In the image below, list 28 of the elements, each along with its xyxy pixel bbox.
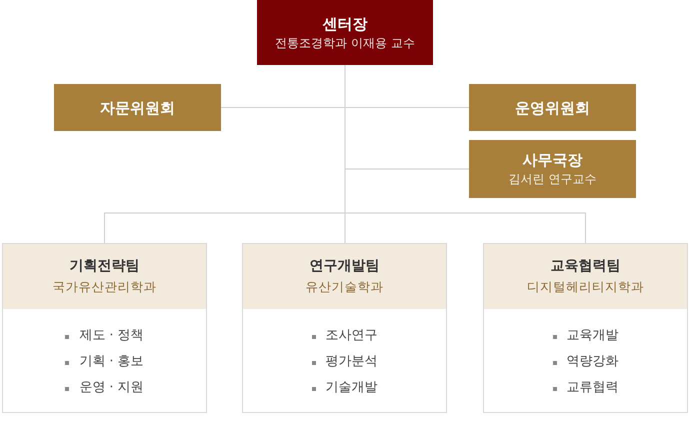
team-card xyxy=(483,243,688,413)
team-name: 기획전략팀 xyxy=(70,257,140,276)
team-name: 연구개발팀 xyxy=(310,257,380,276)
head-box xyxy=(257,0,433,65)
list-item: 조사연구 xyxy=(312,323,378,349)
team-card xyxy=(2,243,207,413)
list-item: 역량강화 xyxy=(552,349,618,375)
position-title: 운영위원회 xyxy=(515,98,590,118)
list-item: 교류협력 xyxy=(552,375,618,401)
department-name: 국가유산관리학과 xyxy=(52,278,156,296)
list-item: 교육개발 xyxy=(552,323,618,349)
team-card xyxy=(242,243,447,413)
department-name: 디지털헤리티지학과 xyxy=(527,278,644,296)
person-name: 전통조경학과 이재용 교수 xyxy=(275,34,415,52)
committee-box xyxy=(469,84,636,131)
committee-box xyxy=(469,140,636,198)
person-name: 김서린 연구교수 xyxy=(508,171,596,188)
position-title: 센터장 xyxy=(322,14,368,34)
team-name: 교육협력팀 xyxy=(550,257,620,276)
list-item: 평가분석 xyxy=(312,349,378,375)
department-name: 유산기술학과 xyxy=(306,278,384,296)
list-item: 제도 · 정책 xyxy=(65,323,144,349)
position-title: 자문위원회 xyxy=(100,98,175,118)
committee-box xyxy=(54,84,221,131)
list-item: 기획 · 홍보 xyxy=(65,349,144,375)
list-item: 운영 · 지원 xyxy=(65,375,144,401)
list-item: 기술개발 xyxy=(312,375,378,401)
position-title: 사무국장 xyxy=(522,150,582,170)
